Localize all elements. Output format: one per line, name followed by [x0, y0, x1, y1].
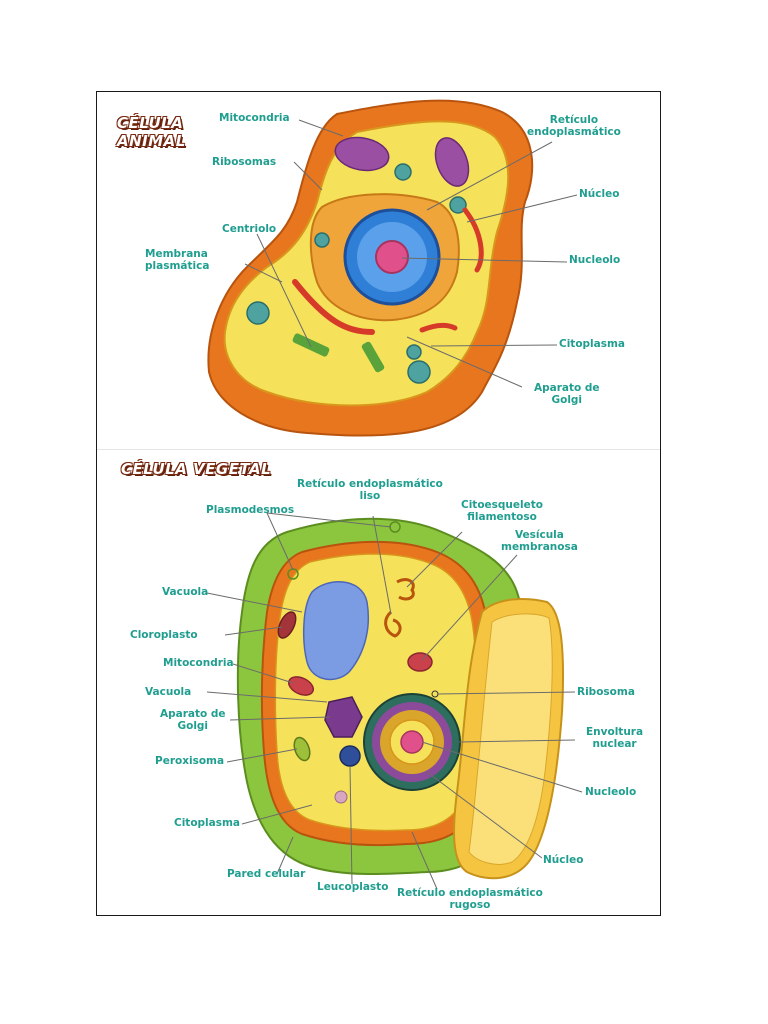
plant-golgi	[324, 696, 363, 738]
plant-leucoplast	[339, 745, 361, 767]
plant-cell-wall-slice	[453, 598, 565, 880]
section-divider	[97, 449, 660, 450]
plant-cell-wall	[236, 517, 530, 876]
animal-golgi	[292, 279, 375, 335]
label-reticulo-line2: endoplasmático	[527, 126, 621, 138]
label-golgi-vegetal-line1: Aparato de	[160, 708, 226, 720]
label-nucleo-vegetal: Núcleo	[543, 854, 584, 866]
label-ribosomas: Ribosomas	[212, 156, 277, 168]
label-citoesqueleto-line2: filamentoso	[467, 511, 537, 523]
label-golgi-vegetal-line2: Golgi	[177, 720, 209, 732]
label-mitocondria-vegetal: Mitocondria	[163, 657, 234, 669]
animal-title-line2: ANIMAL	[117, 132, 186, 150]
label-citoplasma-vegetal: Citoplasma	[174, 817, 241, 829]
plant-vacuole-large	[302, 581, 369, 681]
label-nucleo-animal: Núcleo	[579, 188, 620, 200]
label-mitocondria-animal: Mitocondria	[219, 112, 290, 124]
label-vesicula-line2: membranosa	[501, 541, 578, 553]
label-reticulo-line1: Retículo	[549, 114, 599, 126]
animal-cell-illustration	[207, 99, 578, 437]
label-rel-vegetal: Retículo endoplasmático liso	[297, 478, 443, 502]
label-vesicula-line1: Vesícula	[514, 529, 564, 541]
label-citoplasma-animal: Citoplasma	[559, 338, 626, 350]
label-envoltura-line2: nuclear	[592, 738, 637, 750]
label-membrana-line1: Membrana	[145, 248, 208, 260]
label-citoesqueleto-line1: Citoesqueleto	[461, 499, 543, 511]
label-rer-line1: Retículo endoplasmático	[397, 887, 543, 899]
label-peroxisoma: Peroxisoma	[155, 755, 225, 767]
animal-mitochondria-2	[434, 137, 470, 187]
label-rer-line2: rugoso	[449, 899, 491, 911]
label-reticulo-animal: Retículo endoplasmático	[527, 114, 621, 138]
label-citoesqueleto: Citoesqueleto filamentoso	[461, 499, 543, 523]
label-vacuola-1: Vacuola	[162, 586, 209, 598]
animal-title: CÉLULA ANIMAL	[117, 114, 186, 150]
label-membrana-line2: plasmática	[145, 260, 210, 272]
plant-mitochondria	[287, 676, 315, 696]
label-rel-line1: Retículo endoplasmático	[297, 478, 443, 490]
label-rel-line2: liso	[359, 490, 381, 502]
label-membrana-plasmatica: Membrana plasmática	[145, 248, 209, 272]
label-envoltura-line1: Envoltura	[586, 726, 644, 738]
animal-centriole-1	[292, 333, 330, 357]
label-rer: Retículo endoplasmático rugoso	[397, 887, 543, 911]
label-envoltura-nuclear: Envoltura nuclear	[586, 726, 643, 750]
label-golgi-line1: Aparato de	[534, 382, 600, 394]
label-plasmodesmos: Plasmodesmos	[206, 504, 295, 516]
figure-frame: CÉLULA ANIMAL Mitocondria Ribosomas Cent…	[96, 91, 661, 916]
label-pared-celular: Pared celular	[227, 868, 306, 880]
plant-nucleolus	[400, 730, 424, 754]
animal-centriole-2	[361, 341, 385, 373]
label-golgi-animal: Aparato de Golgi	[534, 382, 600, 406]
label-nucleolo-vegetal: Nucleolo	[585, 786, 637, 798]
label-vesicula: Vesícula membranosa	[501, 529, 578, 553]
plant-chloroplast	[277, 611, 297, 639]
label-leucoplasto: Leucoplasto	[317, 881, 389, 893]
vegetal-title: CÉLULA VEGETAL	[121, 460, 272, 478]
animal-title-line1: CÉLULA	[117, 114, 184, 132]
animal-mitochondria-1	[334, 136, 390, 172]
label-ribosoma: Ribosoma	[577, 686, 635, 698]
label-cloroplasto: Cloroplasto	[130, 629, 198, 641]
animal-nucleolus	[375, 240, 409, 274]
label-vacuola-2: Vacuola	[145, 686, 192, 698]
label-centriolo: Centriolo	[222, 223, 277, 235]
plant-nucleus	[363, 693, 461, 791]
label-nucleolo-animal: Nucleolo	[569, 254, 621, 266]
label-golgi-vegetal: Aparato de Golgi	[160, 708, 226, 732]
plant-peroxisome	[293, 736, 311, 762]
label-golgi-line2: Golgi	[551, 394, 583, 406]
